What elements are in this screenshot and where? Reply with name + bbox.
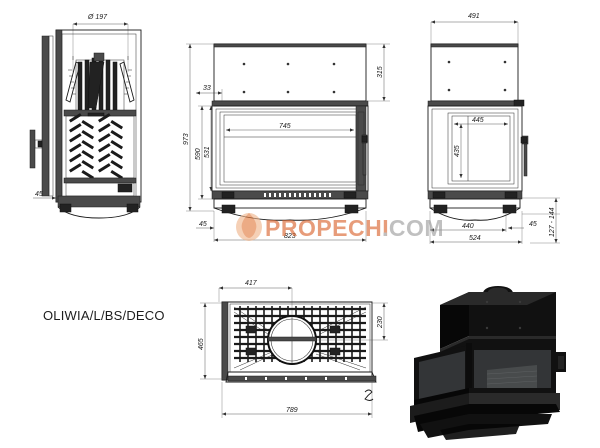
side-elevation-view: 491 (427, 13, 560, 244)
dim-front-33: 33 (203, 85, 211, 92)
dim-side-45-right: 45 (529, 221, 537, 228)
herringbone-pattern (69, 112, 124, 180)
dim-diameter-197: Ø 197 (87, 14, 108, 21)
dim-front-823: 823 (284, 233, 296, 240)
dim-plan-789: 789 (286, 407, 298, 414)
dim-side-435: 435 (454, 145, 461, 157)
product-photo-3d (410, 286, 566, 440)
watermark-text-domain: .COM (382, 215, 444, 241)
dim-front-315: 315 (377, 66, 384, 78)
dim-front-745: 745 (279, 123, 291, 130)
watermark: PROPECHI .COM (236, 213, 444, 241)
dim-front-531: 531 (204, 146, 211, 158)
plan-top-view: 417 (198, 280, 388, 418)
dim-front-973: 973 (183, 133, 190, 145)
dim-side-leg-height: 127 - 144 (549, 207, 556, 237)
front-elevation-view: 315 33 745 973 590 (183, 43, 390, 242)
dim-side-440: 440 (462, 223, 474, 230)
dim-plan-230: 230 (377, 316, 384, 329)
side-section-view: Ø 197 (29, 14, 142, 219)
dim-plan-417: 417 (245, 280, 258, 287)
dim-front-45: 45 (199, 221, 207, 228)
dim-side-524: 524 (469, 235, 481, 242)
dim-side-445: 445 (472, 117, 484, 124)
dim-plan-465: 465 (198, 338, 205, 350)
dim-side-491: 491 (468, 13, 480, 20)
model-name-label: OLIWIA/L/BS/DECO (43, 308, 165, 323)
flame-logo-icon (236, 213, 262, 241)
dim-front-590: 590 (195, 148, 202, 160)
dim-side-45: 45 (35, 191, 43, 198)
watermark-text-brand: PROPECHI (265, 215, 389, 241)
